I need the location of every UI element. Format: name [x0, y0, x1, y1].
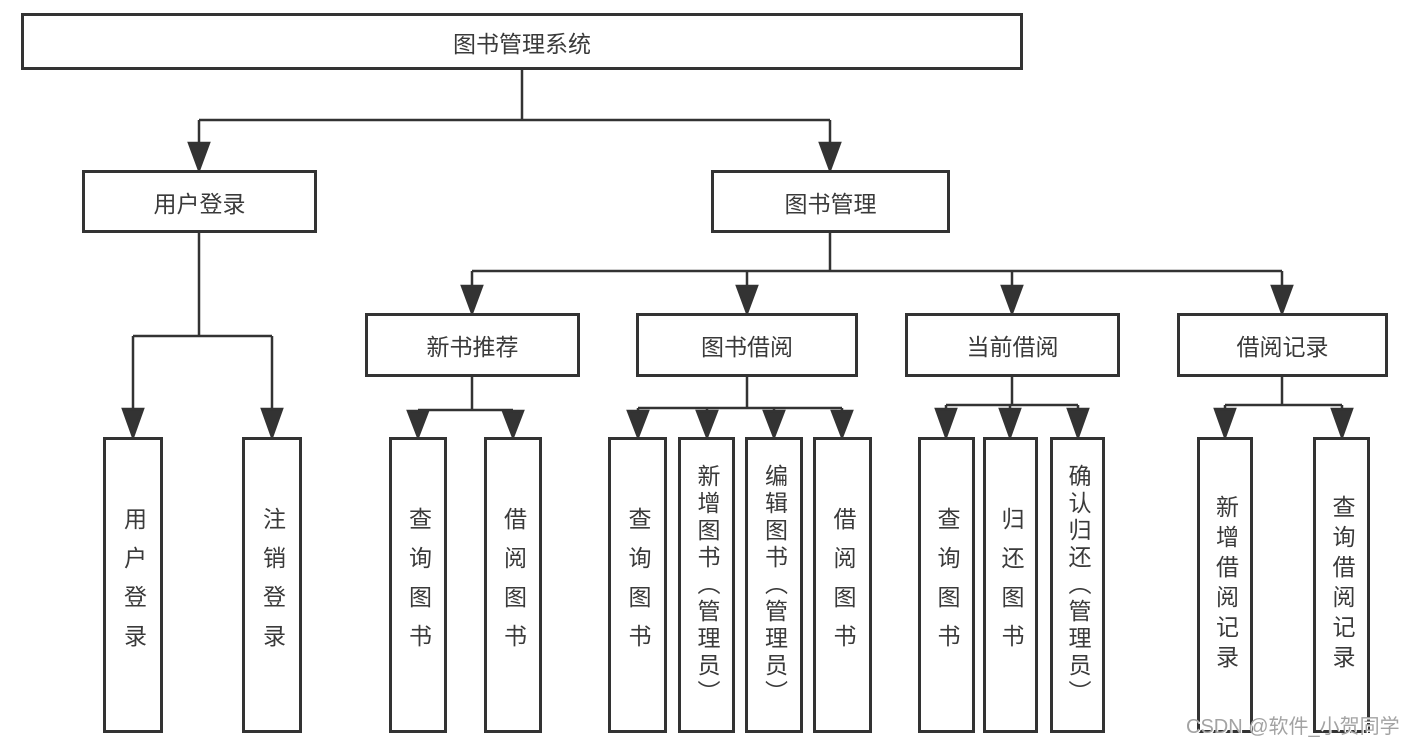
leaf-user-login-label: 用户登录 — [120, 507, 147, 663]
arrowhead-query-borrow-record — [1330, 407, 1354, 441]
connector-borrowing-records-children — [1213, 377, 1354, 441]
leaf-add-books-admin: 新增图书（管理员） — [678, 437, 735, 733]
arrowhead-leaf-user-login — [121, 407, 145, 441]
leaf-query-books-borrowing-label: 查询图书 — [625, 507, 651, 663]
leaf-add-borrow-record: 新增借阅记录 — [1197, 437, 1253, 733]
arrowhead-book-management — [818, 141, 842, 174]
arrowhead-borrow-books-2 — [830, 409, 854, 441]
node-book-borrowing-label: 图书借阅 — [701, 334, 793, 360]
arrowhead-current-borrowing — [1000, 284, 1024, 317]
leaf-logout: 注销登录 — [242, 437, 302, 733]
arrowhead-borrow-books-1 — [501, 409, 525, 441]
arrowhead-new-book-recommend — [460, 284, 484, 317]
node-current-borrowing: 当前借阅 — [905, 313, 1120, 377]
node-book-management: 图书管理 — [711, 170, 950, 233]
leaf-confirm-return-admin-label: 确认归还（管理员） — [1065, 463, 1091, 707]
leaf-add-borrow-record-label: 新增借阅记录 — [1212, 495, 1239, 675]
leaf-query-borrow-record-label: 查询借阅记录 — [1329, 495, 1355, 675]
arrowhead-borrowing-records — [1270, 284, 1294, 317]
leaf-edit-books-admin-label: 编辑图书（管理员） — [761, 463, 788, 707]
leaf-query-books-current-label: 查询图书 — [934, 507, 960, 663]
arrowhead-return-books — [998, 407, 1022, 441]
leaf-return-books: 归还图书 — [983, 437, 1038, 733]
leaf-confirm-return-admin: 确认归还（管理员） — [1050, 437, 1105, 733]
arrowhead-add-books-admin — [695, 409, 719, 441]
connector-new-book-recommend-children — [406, 377, 525, 441]
leaf-logout-label: 注销登录 — [259, 507, 286, 663]
arrowhead-add-borrow-record — [1213, 407, 1237, 441]
leaf-borrow-books-recommend: 借阅图书 — [484, 437, 542, 733]
leaf-query-books-recommend: 查询图书 — [389, 437, 447, 733]
connector-current-borrowing-children — [934, 377, 1090, 441]
leaf-borrow-books-borrowing-label: 借阅图书 — [830, 507, 856, 663]
leaf-query-books-recommend-label: 查询图书 — [405, 507, 432, 663]
node-new-book-recommend: 新书推荐 — [365, 313, 580, 377]
leaf-query-borrow-record: 查询借阅记录 — [1313, 437, 1370, 733]
connector-book-management-to-level3 — [460, 233, 1294, 317]
node-user-login: 用户登录 — [82, 170, 317, 233]
leaf-add-books-admin-label: 新增图书（管理员） — [694, 463, 720, 707]
node-borrowing-records: 借阅记录 — [1177, 313, 1388, 377]
leaf-borrow-books-borrowing: 借阅图书 — [813, 437, 872, 733]
leaf-query-books-borrowing: 查询图书 — [608, 437, 667, 733]
connector-root-to-level2 — [187, 70, 842, 174]
leaf-return-books-label: 归还图书 — [998, 507, 1024, 663]
node-root-system: 图书管理系统 — [21, 13, 1023, 70]
leaf-query-books-current: 查询图书 — [918, 437, 975, 733]
leaf-edit-books-admin: 编辑图书（管理员） — [745, 437, 803, 733]
arrowhead-leaf-logout — [260, 407, 284, 441]
node-root-label: 图书管理系统 — [453, 30, 591, 57]
node-current-borrowing-label: 当前借阅 — [966, 334, 1059, 360]
arrowhead-confirm-return-admin — [1066, 407, 1090, 441]
leaf-user-login: 用户登录 — [103, 437, 163, 733]
arrowhead-user-login — [187, 141, 211, 174]
connector-user-login-children — [121, 233, 284, 441]
node-book-management-label: 图书管理 — [784, 190, 877, 217]
arrowhead-query-books-1 — [406, 409, 430, 441]
csdn-watermark: CSDN @软件_小贺同学 — [1186, 716, 1400, 738]
arrowhead-edit-books-admin — [762, 409, 786, 441]
node-user-login-label: 用户登录 — [153, 190, 246, 217]
leaf-borrow-books-recommend-label: 借阅图书 — [500, 507, 527, 663]
connector-book-borrowing-children — [626, 377, 854, 441]
node-borrowing-records-label: 借阅记录 — [1236, 334, 1329, 360]
node-book-borrowing: 图书借阅 — [636, 313, 858, 377]
arrowhead-query-books-3 — [934, 407, 958, 441]
arrowhead-book-borrowing — [735, 284, 759, 317]
node-new-book-recommend-label: 新书推荐 — [426, 334, 519, 360]
arrowhead-query-books-2 — [626, 409, 650, 441]
